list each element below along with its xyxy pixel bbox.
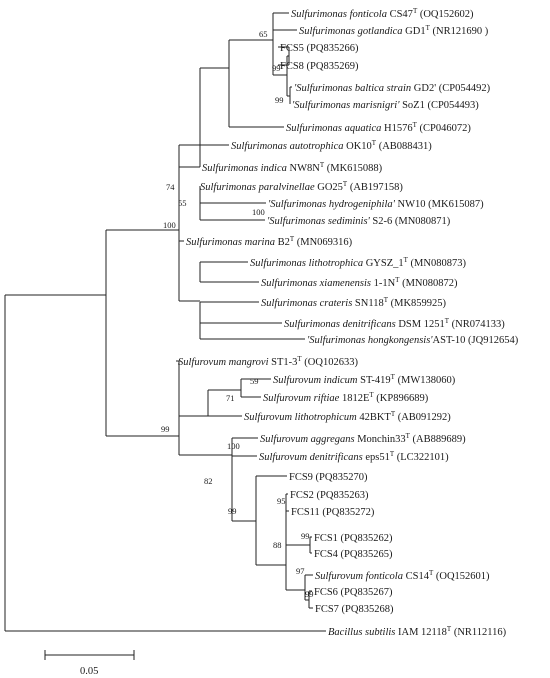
leaf-label-t31: FCS6 (PQ835267)	[314, 587, 393, 598]
bootstrap-value: 88	[273, 540, 282, 550]
leaf-label-t26: FCS2 (PQ835263)	[290, 490, 369, 501]
leaf-label-t6: 'Sulfurimonas marisnigri' SoZ1 (CP054493…	[292, 100, 479, 111]
leaf-label-t14: Sulfurimonas lithotrophica GYSZ_1T (MN08…	[250, 256, 466, 269]
leaf-label-t21: Sulfurovum riftiae 1812ET (KP896689)	[263, 391, 429, 404]
leaf-label-t29: FCS4 (PQ835265)	[314, 549, 393, 560]
scale-bar-label: 0.05	[80, 666, 98, 677]
leaf-label-t23: Sulfurovum aggregans Monchin33T (AB88968…	[260, 432, 466, 445]
bootstrap-value: 100	[227, 441, 240, 451]
bootstrap-value: 99	[272, 63, 281, 73]
bootstrap-value: 65	[259, 29, 268, 39]
leaf-label-t12: 'Sulfurimonas sediminis' S2-6 (MN080871)	[267, 216, 451, 227]
bootstrap-value: 59	[250, 376, 259, 386]
bootstrap-value: 71	[226, 393, 235, 403]
leaf-label-t10: Sulfurimonas paralvinellae GO25T (AB1971…	[200, 180, 403, 193]
leaf-label-t28: FCS1 (PQ835262)	[314, 533, 393, 544]
leaf-label-t32: FCS7 (PQ835268)	[315, 604, 394, 615]
leaf-label-t4: FCS8 (PQ835269)	[280, 61, 359, 72]
leaf-label-t13: Sulfurimonas marina B2T (MN069316)	[186, 235, 353, 248]
bootstrap-value: 74	[166, 182, 175, 192]
bootstrap-value: 99	[301, 531, 310, 541]
leaf-label-t33: Bacillus subtilis IAM 12118T (NR112116)	[328, 625, 507, 638]
leaf-label-t7: Sulfurimonas aquatica H1576T (CP046072)	[286, 121, 471, 134]
leaf-label-t11: 'Sulfurimonas hydrogeniphila' NW10 (MK61…	[268, 199, 484, 210]
bootstrap-value: 99	[305, 589, 314, 599]
bootstrap-value: 100	[252, 207, 265, 217]
leaf-label-t1: Sulfurimonas fonticola CS47T (OQ152602)	[291, 7, 474, 20]
leaf-label-t19: Sulfurovum mangrovi ST1-3T (OQ102633)	[178, 355, 358, 368]
leaf-label-t5: 'Sulfurimonas baltica strain GD2' (CP054…	[294, 83, 491, 94]
bootstrap-value: 82	[204, 476, 213, 486]
leaf-label-t3: FCS5 (PQ835266)	[280, 43, 359, 54]
leaf-label-t22: Sulfurovum lithotrophicum 42BKTT (AB0912…	[244, 410, 451, 423]
leaf-label-t18: 'Sulfurimonas hongkongensis'AST-10 (JQ91…	[307, 335, 519, 346]
leaf-label-t15: Sulfurimonas xiamenensis 1-1NT (MN080872…	[261, 276, 458, 289]
bootstrap-value: 100	[163, 220, 176, 230]
bootstrap-value: 55	[178, 198, 187, 208]
bootstrap-value: 99	[161, 424, 170, 434]
leaf-label-t30: Sulfurovum fonticola CS14T (OQ152601)	[315, 569, 490, 582]
leaf-label-t24: Sulfurovum denitrificans eps51T (LC32210…	[259, 450, 449, 463]
bootstrap-value: 99	[275, 95, 284, 105]
bootstrap-value: 95	[277, 496, 286, 506]
leaf-label-t25: FCS9 (PQ835270)	[289, 472, 368, 483]
leaf-label-t20: Sulfurovum indicum ST-419T (MW138060)	[273, 373, 456, 386]
bootstrap-value: 99	[228, 506, 237, 516]
leaf-label-t9: Sulfurimonas indica NW8NT (MK615088)	[202, 161, 383, 174]
leaf-label-t17: Sulfurimonas denitrificans DSM 1251T (NR…	[284, 317, 505, 330]
bootstrap-value: 97	[296, 566, 305, 576]
leaf-label-t16: Sulfurimonas crateris SN118T (MK859925)	[261, 296, 447, 309]
leaf-label-t2: Sulfurimonas gotlandica GD1T (NR121690 )	[299, 24, 489, 37]
leaf-label-t27: FCS11 (PQ835272)	[291, 507, 375, 518]
leaf-label-t8: Sulfurimonas autotrophica OK10T (AB08843…	[231, 139, 432, 152]
